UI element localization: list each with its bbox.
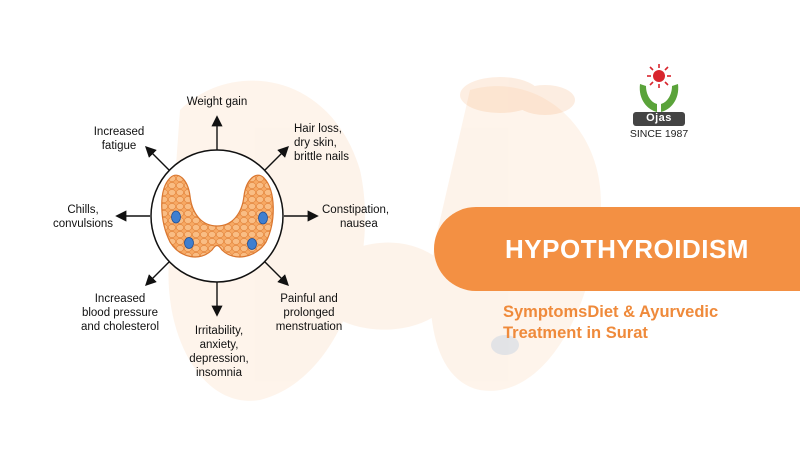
sun-icon	[647, 64, 671, 88]
symptom-line: convulsions	[52, 218, 114, 230]
arrow-top-right	[264, 146, 289, 171]
logo-name-plate	[633, 112, 685, 126]
symptom-line: Irritability,	[194, 325, 244, 337]
symptom-line: Chills,	[67, 204, 99, 216]
symptom-line: insomnia	[195, 367, 243, 379]
symptom-top-left: Increased fatigue	[84, 125, 154, 153]
subtitle-line-2: Treatment in Surat	[503, 324, 648, 342]
symptom-line: Constipation,	[322, 204, 390, 216]
subtitle-line-1: SymptomsDiet & Ayurvedic	[503, 303, 719, 321]
symptom-line: nausea	[340, 218, 378, 230]
symptom-line: Increased	[94, 293, 146, 305]
title-banner: HYPOTHYROIDISM	[434, 207, 800, 291]
leaf-left-icon	[639, 84, 657, 112]
symptom-line: Hair loss,	[294, 123, 342, 135]
ojas-logo	[633, 64, 685, 126]
symptom-bottom-left: Increased blood pressure and cholesterol	[58, 292, 182, 334]
symptom-line: anxiety,	[199, 339, 239, 351]
symptom-line: depression,	[189, 353, 249, 365]
symptom-bottom: Irritability, anxiety, depression, insom…	[182, 324, 256, 380]
symptom-line: and cholesterol	[81, 321, 159, 333]
banner-title: HYPOTHYROIDISM	[505, 233, 749, 264]
symptom-text: Weight gain	[186, 96, 248, 108]
symptom-right: Constipation, nausea	[322, 203, 412, 231]
logo-name: Ojas	[646, 112, 672, 124]
logo-since: SINCE 1987	[629, 128, 689, 140]
symptom-line: fatigue	[101, 140, 137, 152]
symptom-line: prolonged	[283, 307, 335, 319]
arrow-bottom-left	[145, 261, 170, 286]
symptom-line: brittle nails	[294, 151, 349, 163]
arrow-bottom-right	[264, 261, 289, 286]
symptom-arrows	[115, 115, 319, 317]
symptom-top-right: Hair loss, dry skin, brittle nails	[294, 122, 384, 164]
symptom-line: menstruation	[275, 321, 343, 333]
symptom-top: Weight gain	[177, 95, 257, 109]
symptom-bottom-right: Painful and prolonged menstruation	[262, 292, 356, 334]
leaf-right-icon	[661, 84, 679, 112]
symptom-line: dry skin,	[294, 137, 337, 149]
symptom-left: Chills, convulsions	[44, 203, 122, 231]
subtitle: SymptomsDiet & Ayurvedic Treatment in Su…	[503, 302, 783, 344]
symptom-line: Increased	[93, 126, 145, 138]
arrow-top-left	[145, 146, 170, 171]
symptom-line: Painful and	[280, 293, 338, 305]
thyroid-gland	[161, 174, 274, 258]
symptom-line: blood pressure	[81, 307, 159, 319]
